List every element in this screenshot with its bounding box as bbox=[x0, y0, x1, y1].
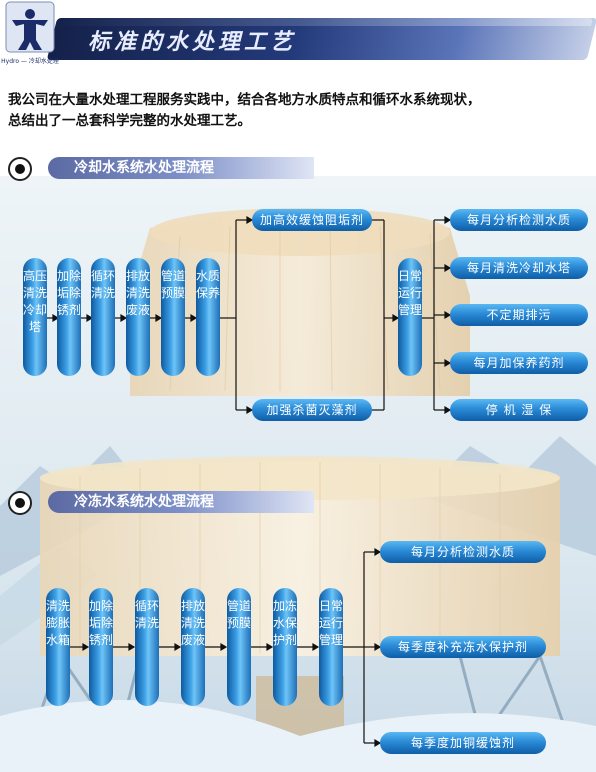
cooling-branch-inhibitor: 加高效缓蚀阻垢剂 bbox=[252, 209, 372, 231]
cooling-output-3: 不定期排污 bbox=[450, 304, 588, 326]
cooling-output-2: 每月清洗冷却水塔 bbox=[450, 257, 588, 279]
cooling-output-1: 每月分析检测水质 bbox=[450, 209, 588, 231]
cooling-hub-daily-management: 日常运行管理 bbox=[398, 258, 422, 376]
cooling-step-6: 水质保养 bbox=[196, 258, 220, 376]
section2-title: 冷冻水系统水处理流程 bbox=[48, 491, 314, 513]
intro-paragraph: 我公司在大量水处理工程服务实践中，结合各地方水质特点和循环水系统现状， 总结出了… bbox=[8, 90, 594, 132]
chilled-output-2: 每季度补充冻水保护剂 bbox=[380, 636, 546, 658]
section1-bullet-icon bbox=[8, 157, 32, 181]
chilled-step-2: 加除垢除锈剂 bbox=[89, 588, 113, 706]
cooling-step-4: 排放清洗废液 bbox=[126, 258, 150, 376]
chilled-step-7: 日常运行管理 bbox=[319, 588, 343, 706]
section2-bullet-icon bbox=[8, 491, 32, 515]
cooling-step-1: 高压清洗冷却塔 bbox=[23, 258, 47, 376]
cooling-branch-biocide: 加强杀菌灭藻剂 bbox=[252, 399, 372, 421]
cooling-output-5: 停 机 湿 保 bbox=[450, 399, 588, 421]
chilled-output-1: 每月分析检测水质 bbox=[380, 541, 546, 563]
chilled-step-6: 加冻水保护剂 bbox=[273, 588, 297, 706]
chilled-step-4: 排放清洗废液 bbox=[181, 588, 205, 706]
cooling-step-2: 加除垢除锈剂 bbox=[57, 258, 81, 376]
logo-text: Hydro — 冷却水处理 bbox=[1, 58, 59, 65]
intro-line-2: 总结出了一总套科学完整的水处理工艺。 bbox=[8, 113, 251, 129]
cooling-step-5: 管道预膜 bbox=[161, 258, 185, 376]
page-title: 标准的水处理工艺 bbox=[88, 30, 297, 55]
chilled-output-3: 每季度加铜缓蚀剂 bbox=[380, 732, 546, 754]
chilled-step-3: 循环清洗 bbox=[135, 588, 159, 706]
cooling-output-4: 每月加保养药剂 bbox=[450, 352, 588, 374]
cooling-step-3: 循环清洗 bbox=[91, 258, 115, 376]
chilled-step-5: 管道预膜 bbox=[227, 588, 251, 706]
intro-line-1: 我公司在大量水处理工程服务实践中，结合各地方水质特点和循环水系统现状， bbox=[8, 92, 481, 108]
logo-icon bbox=[5, 1, 55, 53]
section1-title: 冷却水系统水处理流程 bbox=[48, 157, 314, 179]
chilled-step-1: 清洗膨胀水箱 bbox=[46, 588, 70, 706]
